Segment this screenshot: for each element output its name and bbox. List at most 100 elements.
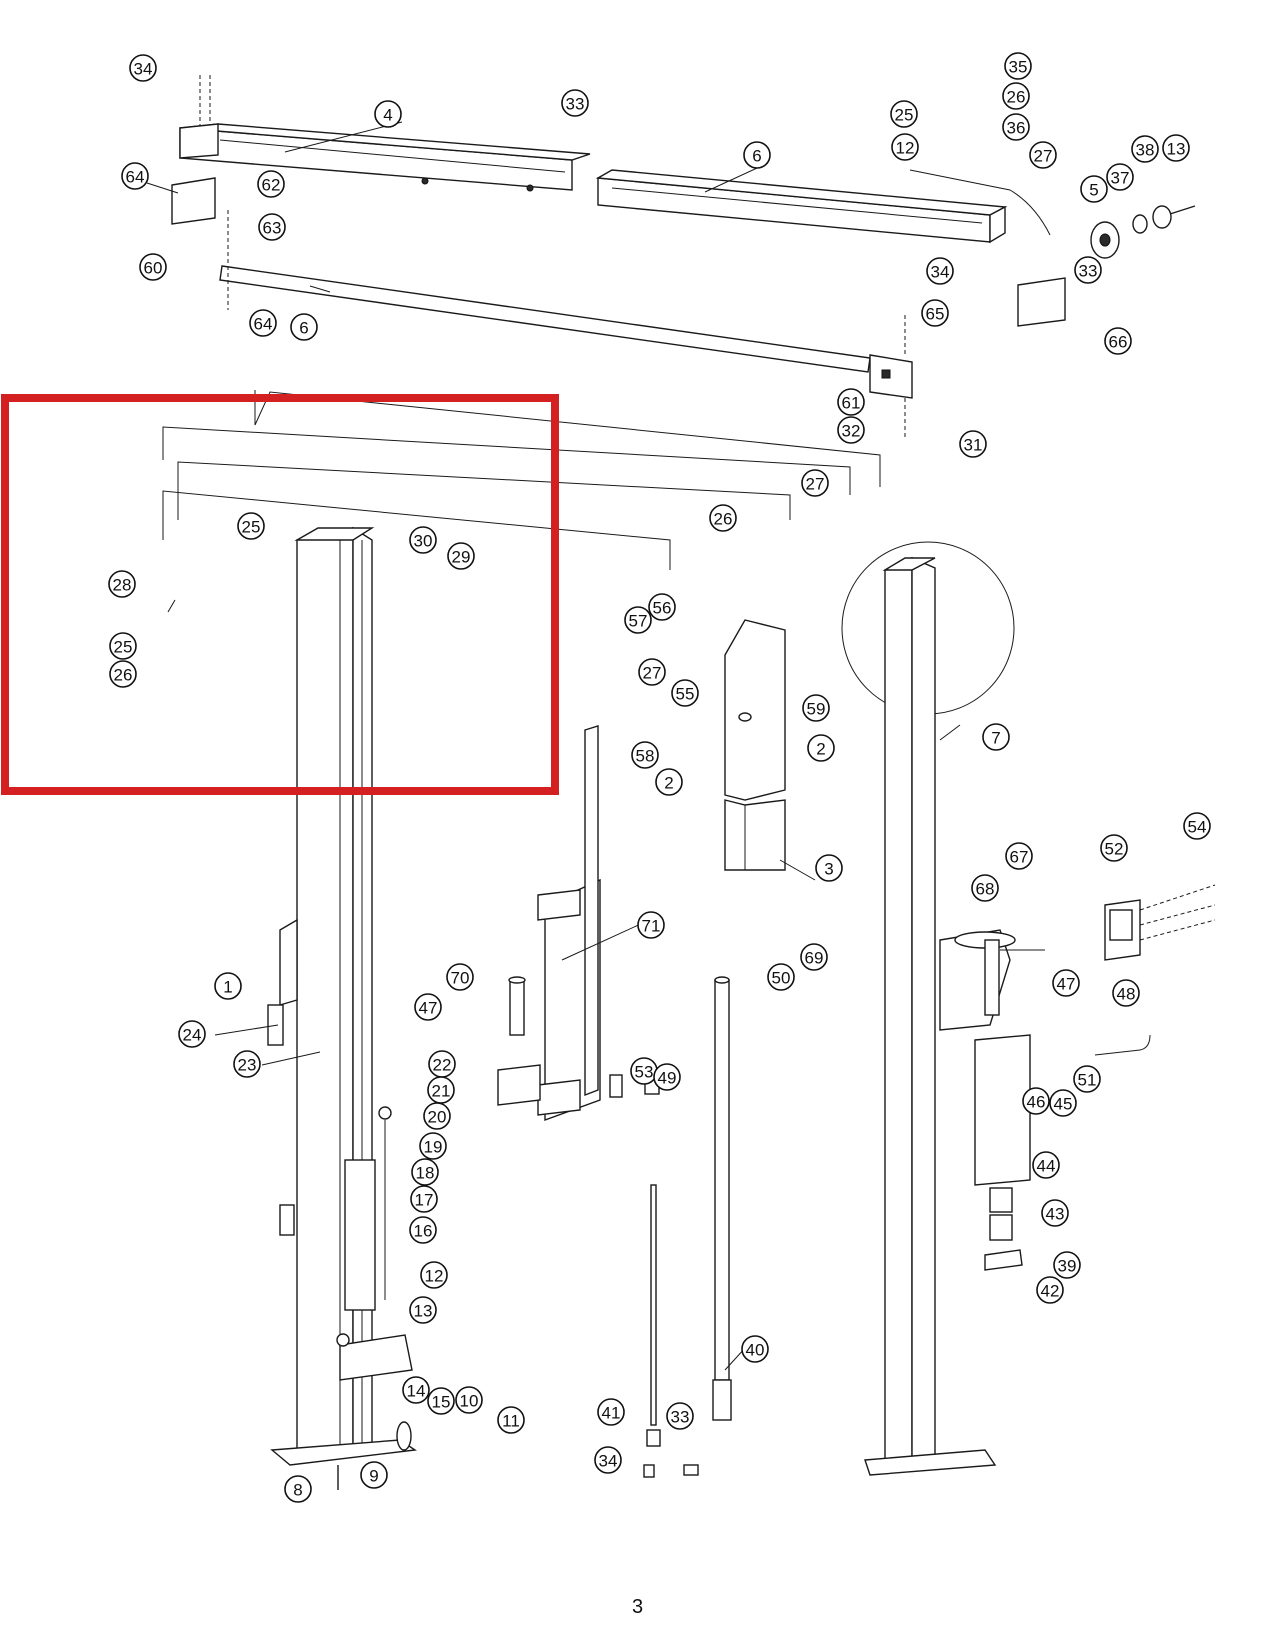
callout-label: 45 xyxy=(1054,1095,1073,1114)
callout-54: 54 xyxy=(1183,812,1211,840)
callout-53: 53 xyxy=(630,1057,658,1085)
callout-61: 61 xyxy=(837,388,865,416)
callout-label: 68 xyxy=(976,880,995,899)
callout-label: 25 xyxy=(114,638,133,657)
callout-label: 6 xyxy=(299,319,308,338)
callout-32: 32 xyxy=(837,416,865,444)
callout-label: 50 xyxy=(772,969,791,988)
callout-8: 8 xyxy=(284,1475,312,1503)
callout-label: 6 xyxy=(752,147,761,166)
column-2 xyxy=(841,541,1151,1476)
callout-label: 18 xyxy=(416,1164,435,1183)
callout-label: 61 xyxy=(842,394,861,413)
callout-26: 26 xyxy=(109,660,137,688)
callout-68: 68 xyxy=(971,874,999,902)
callout-2: 2 xyxy=(655,768,683,796)
callout-10: 10 xyxy=(455,1386,483,1414)
callout-25: 25 xyxy=(109,632,137,660)
callout-34: 34 xyxy=(926,257,954,285)
callout-label: 7 xyxy=(991,729,1000,748)
callout-64: 64 xyxy=(121,162,149,190)
callout-label: 17 xyxy=(415,1191,434,1210)
callout-14: 14 xyxy=(402,1376,430,1404)
callout-27: 27 xyxy=(801,469,829,497)
callout-label: 69 xyxy=(805,949,824,968)
callout-67: 67 xyxy=(1005,842,1033,870)
callout-35: 35 xyxy=(1004,52,1032,80)
callout-46: 46 xyxy=(1022,1087,1050,1115)
callout-label: 19 xyxy=(424,1138,443,1157)
callout-label: 60 xyxy=(144,259,163,278)
callout-45: 45 xyxy=(1049,1089,1077,1117)
callout-label: 31 xyxy=(964,436,983,455)
callout-5: 5 xyxy=(1080,175,1108,203)
callout-66: 66 xyxy=(1104,327,1132,355)
callout-28: 28 xyxy=(108,570,136,598)
callout-13: 13 xyxy=(409,1296,437,1324)
callout-label: 47 xyxy=(419,999,438,1018)
callout-label: 22 xyxy=(433,1056,452,1075)
callout-label: 54 xyxy=(1188,818,1207,837)
callout-label: 23 xyxy=(238,1056,257,1075)
callout-25: 25 xyxy=(237,512,265,540)
callout-label: 55 xyxy=(676,685,695,704)
callout-9: 9 xyxy=(360,1461,388,1489)
callout-label: 28 xyxy=(113,576,132,595)
callout-22: 22 xyxy=(428,1050,456,1078)
callout-label: 59 xyxy=(807,700,826,719)
callout-label: 5 xyxy=(1089,181,1098,200)
callout-18: 18 xyxy=(411,1158,439,1186)
callout-23: 23 xyxy=(233,1050,261,1078)
callout-25: 25 xyxy=(890,100,918,128)
callout-label: 9 xyxy=(369,1467,378,1486)
callout-38: 38 xyxy=(1131,135,1159,163)
callout-label: 41 xyxy=(602,1404,621,1423)
callout-42: 42 xyxy=(1036,1276,1064,1304)
callout-label: 44 xyxy=(1037,1157,1056,1176)
callout-4: 4 xyxy=(374,100,402,128)
callout-33: 33 xyxy=(561,89,589,117)
overhead-beam-right xyxy=(595,169,1008,244)
callout-12: 12 xyxy=(891,133,919,161)
pipe-39 xyxy=(712,976,732,1421)
callout-label: 3 xyxy=(824,860,833,879)
column-1 xyxy=(267,526,417,1490)
callout-label: 34 xyxy=(599,1452,618,1471)
callout-label: 27 xyxy=(806,475,825,494)
callout-label: 63 xyxy=(263,219,282,238)
callout-label: 11 xyxy=(502,1412,520,1431)
callout-label: 53 xyxy=(635,1063,654,1082)
callout-24: 24 xyxy=(178,1020,206,1048)
callout-label: 15 xyxy=(432,1393,451,1412)
callout-16: 16 xyxy=(409,1216,437,1244)
callout-70: 70 xyxy=(446,963,474,991)
callout-33: 33 xyxy=(1074,256,1102,284)
callout-label: 35 xyxy=(1009,58,1028,77)
callout-label: 27 xyxy=(1034,147,1053,166)
callout-19: 19 xyxy=(419,1132,447,1160)
callout-37: 37 xyxy=(1106,163,1134,191)
shaft-60 xyxy=(219,265,913,438)
callout-label: 33 xyxy=(671,1408,690,1427)
callout-label: 32 xyxy=(842,422,861,441)
callout-label: 2 xyxy=(816,740,825,759)
callout-15: 15 xyxy=(427,1387,455,1415)
callout-34: 34 xyxy=(594,1446,622,1474)
callout-47: 47 xyxy=(1052,969,1080,997)
callout-34: 34 xyxy=(129,54,157,82)
callout-label: 57 xyxy=(629,612,648,631)
callout-57: 57 xyxy=(624,606,652,634)
callout-label: 38 xyxy=(1136,141,1155,160)
callout-29: 29 xyxy=(447,542,475,570)
carriage-3 xyxy=(497,725,660,1121)
callout-55: 55 xyxy=(671,679,699,707)
callout-label: 43 xyxy=(1046,1205,1065,1224)
callout-label: 12 xyxy=(896,139,915,158)
callout-label: 64 xyxy=(254,315,273,334)
callout-71: 71 xyxy=(637,911,665,939)
callout-62: 62 xyxy=(257,170,285,198)
callout-label: 39 xyxy=(1058,1257,1077,1276)
callout-label: 13 xyxy=(1167,140,1186,159)
